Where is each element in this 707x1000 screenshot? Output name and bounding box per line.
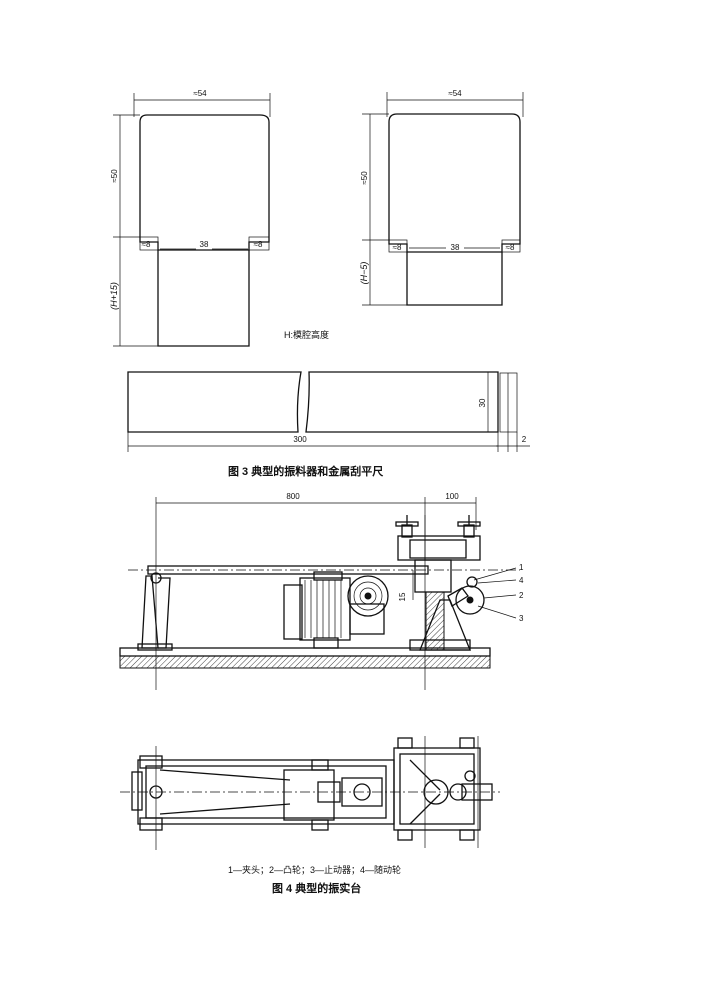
metal-ruler-drawing: 300 30 2 xyxy=(127,371,530,452)
right-lower-height-label: (H−5) xyxy=(359,262,369,285)
left-top-width-label: ≈54 xyxy=(193,89,207,98)
right-gap-label: 38 xyxy=(451,243,460,252)
left-notch-right-label: ≈8 xyxy=(254,240,263,249)
fig4-legend: 1—夹头；2—凸轮；3—止动器；4—随动轮 xyxy=(228,864,401,875)
right-top-width-label: ≈54 xyxy=(448,89,462,98)
left-notch-left-label: ≈8 xyxy=(142,240,151,249)
right-scraper-drawing: ≈54 ≈8 ≈8 38 ≈50 (H−5) xyxy=(359,89,524,306)
cam-gap-label: 15 xyxy=(398,592,407,601)
table-length-label: 800 xyxy=(286,492,300,501)
left-lower-height-label: (H+15) xyxy=(109,282,119,310)
ruler-thickness-label: 2 xyxy=(522,435,527,444)
left-height-label: ≈50 xyxy=(110,169,119,183)
left-scraper-drawing: ≈54 ≈8 ≈8 38 ≈50 (H+15) xyxy=(109,89,271,347)
ruler-height-label: 30 xyxy=(478,398,487,407)
callout-4: 4 xyxy=(519,576,524,585)
callout-3: 3 xyxy=(519,614,524,623)
right-notch-left-label: ≈8 xyxy=(393,243,402,252)
jolting-table-elevation: 800 100 xyxy=(119,492,524,690)
callout-2: 2 xyxy=(519,591,524,600)
callout-1: 1 xyxy=(519,563,524,572)
fig4-caption: 图 4 典型的振实台 xyxy=(272,881,361,895)
ruler-length-label: 300 xyxy=(293,435,307,444)
cavity-height-note: H:模腔高度 xyxy=(284,329,329,340)
right-notch-right-label: ≈8 xyxy=(506,243,515,252)
motor-fins xyxy=(304,580,342,638)
right-height-label: ≈50 xyxy=(360,171,369,185)
jolting-table-plan xyxy=(120,736,500,850)
fig3-caption: 图 3 典型的振料器和金属刮平尺 xyxy=(228,464,383,478)
table-offset-label: 100 xyxy=(445,492,459,501)
left-gap-label: 38 xyxy=(200,240,209,249)
